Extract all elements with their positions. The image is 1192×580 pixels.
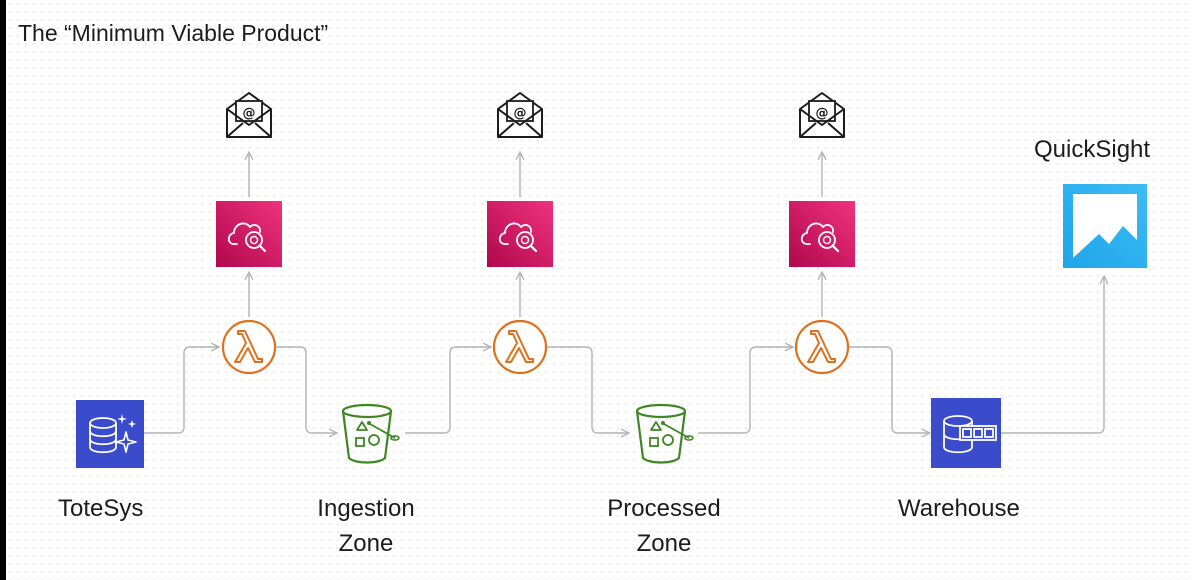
email-icon <box>497 92 543 138</box>
database-sparkle-icon <box>76 400 144 468</box>
connector-totesys-to-lambda-1 <box>144 347 219 434</box>
totesys-label: ToteSys <box>58 495 144 522</box>
lambda-icon <box>492 319 548 375</box>
connector-processed-to-lambda-3 <box>698 347 793 434</box>
lambda-icon <box>794 319 850 375</box>
processed-zone-label-line1: Processed <box>607 495 721 522</box>
processed-zone-label: Processed Zone <box>589 491 739 561</box>
connector-ingestion-to-lambda-2 <box>405 347 491 434</box>
cloud-search-icon <box>485 199 555 269</box>
email-icon <box>226 92 272 138</box>
database-table-icon <box>931 398 1001 468</box>
email-icon <box>799 92 845 138</box>
connector-lambda-1-to-ingestion <box>274 346 337 433</box>
pipeline-diagram: @ <box>76 92 1147 468</box>
connector-lambda-2-to-processed <box>546 346 629 433</box>
processed-zone-label-line2: Zone <box>636 530 692 557</box>
quicksight-icon <box>1063 184 1147 268</box>
quicksight-label: QuickSight <box>1034 136 1151 163</box>
s3-bucket-icon <box>635 403 695 464</box>
lambda-icon <box>221 319 277 375</box>
connector-warehouse-to-quicksight <box>1001 276 1104 434</box>
cloud-search-icon <box>787 199 857 269</box>
connector-lines <box>144 152 1104 433</box>
ingestion-zone-label-line1: Ingestion <box>317 495 415 522</box>
diagram-canvas: The “Minimum Viable Product” @ <box>6 0 1192 580</box>
diagram-title: The “Minimum Viable Product” <box>18 20 329 46</box>
ingestion-zone-label: Ingestion Zone <box>296 491 436 561</box>
s3-bucket-icon <box>341 403 401 464</box>
ingestion-zone-label-line2: Zone <box>338 530 394 557</box>
cloud-search-icon <box>214 199 284 269</box>
warehouse-label: Warehouse <box>898 495 1020 522</box>
connector-lambda-3-to-warehouse <box>848 346 930 433</box>
